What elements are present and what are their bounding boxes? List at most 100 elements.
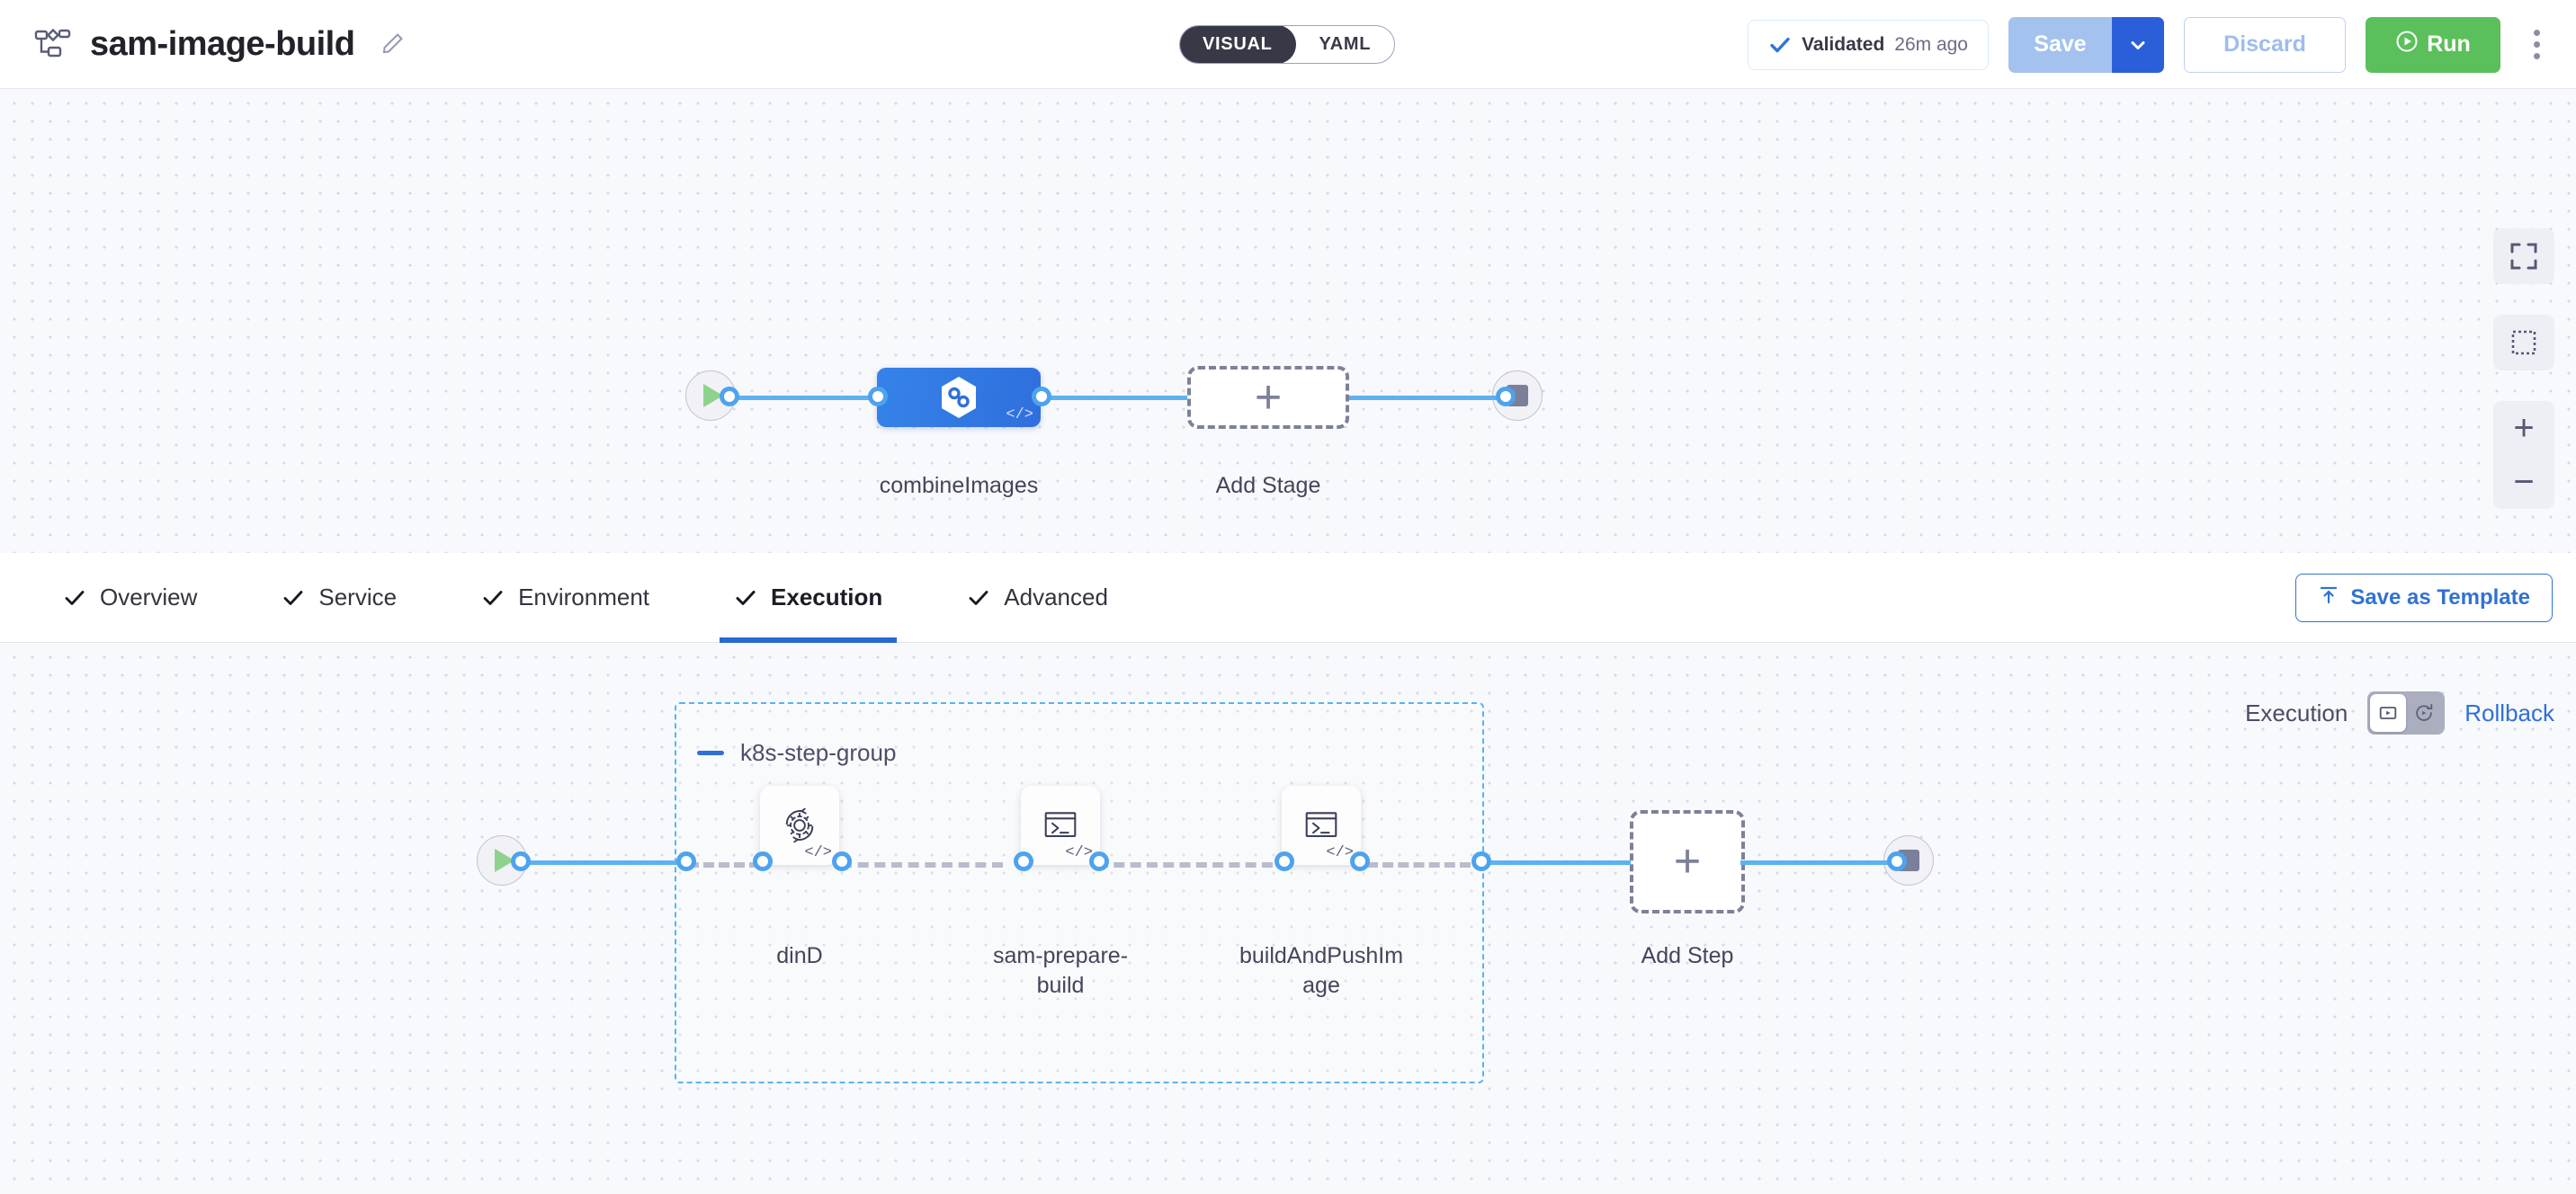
port-prepare-in[interactable] bbox=[1014, 851, 1033, 871]
step-group-name: k8s-step-group bbox=[740, 739, 897, 766]
check-icon bbox=[63, 586, 86, 610]
edge-start-to-stage bbox=[729, 396, 886, 400]
status-badge-validated: Validated 26m ago bbox=[1748, 19, 1989, 70]
port-stage-out[interactable] bbox=[1032, 387, 1051, 406]
add-step-label: Add Step bbox=[1641, 943, 1734, 968]
add-step-button[interactable]: + bbox=[1630, 810, 1745, 913]
execution-rollback-switch: Execution Rollback bbox=[2245, 691, 2554, 735]
edge-group-to-dind bbox=[688, 862, 760, 868]
port-buildpush-out[interactable] bbox=[1350, 851, 1370, 871]
visual-yaml-toggle[interactable]: VISUAL YAML bbox=[1179, 25, 1396, 64]
canvas-controls: + − bbox=[2493, 228, 2554, 509]
save-as-template-button[interactable]: Save as Template bbox=[2295, 574, 2553, 622]
run-label: Run bbox=[2427, 31, 2471, 57]
port-end-in[interactable] bbox=[1496, 387, 1516, 406]
step-node-sam-prepare-build[interactable]: </> bbox=[1021, 786, 1100, 865]
tab-label: Environment bbox=[518, 584, 650, 610]
validated-label: Validated bbox=[1802, 33, 1885, 55]
port-stage-in[interactable] bbox=[868, 387, 888, 406]
tab-execution[interactable]: Execution bbox=[711, 553, 906, 643]
selection-tool-button[interactable] bbox=[2493, 315, 2554, 370]
edge-stage-to-addstage bbox=[1039, 396, 1187, 400]
rollback-link[interactable]: Rollback bbox=[2464, 699, 2554, 726]
config-tabbar: Overview Service Environment Execution A… bbox=[0, 553, 2576, 643]
tab-label: Execution bbox=[771, 584, 883, 610]
edge-prepare-to-buildpush bbox=[1097, 862, 1273, 868]
port-dind-out[interactable] bbox=[832, 851, 852, 871]
zoom-in-button[interactable]: + bbox=[2513, 408, 2535, 448]
play-triangle-icon bbox=[703, 384, 723, 407]
stage-label-combineimages: combineImages bbox=[879, 473, 1039, 498]
discard-button[interactable]: Discard bbox=[2184, 16, 2346, 73]
upload-template-icon bbox=[2318, 584, 2339, 612]
app-header: sam-image-build VISUAL YAML Validated 26… bbox=[0, 0, 2576, 89]
tab-label: Service bbox=[318, 584, 398, 610]
port-start-out[interactable] bbox=[720, 387, 739, 406]
page-title: sam-image-build bbox=[90, 24, 355, 63]
step-group-header[interactable]: k8s-step-group bbox=[697, 739, 896, 767]
harness-hexagon-icon bbox=[942, 377, 976, 418]
add-stage-label: Add Stage bbox=[1215, 473, 1321, 498]
rollback-refresh-icon[interactable] bbox=[2406, 702, 2442, 724]
toggle-visual[interactable]: VISUAL bbox=[1180, 26, 1296, 63]
save-button-group[interactable]: Save bbox=[2008, 16, 2164, 73]
add-stage-button[interactable]: + bbox=[1187, 366, 1349, 429]
edge-group-to-addstep bbox=[1482, 860, 1631, 865]
step-node-buildandpushimage[interactable]: </> bbox=[1282, 786, 1361, 865]
chevron-down-icon[interactable] bbox=[2112, 16, 2164, 73]
stage-graph-canvas[interactable]: </> combineImages + Add Stage + − bbox=[0, 89, 2576, 553]
check-icon bbox=[282, 586, 305, 610]
step-group-container[interactable] bbox=[675, 702, 1484, 1083]
tab-advanced[interactable]: Advanced bbox=[944, 553, 1131, 643]
play-circle-icon bbox=[2395, 30, 2419, 59]
code-badge: </> bbox=[804, 844, 832, 861]
zoom-out-button[interactable]: − bbox=[2513, 462, 2535, 502]
minus-collapse-icon[interactable] bbox=[697, 751, 724, 755]
step-label-buildandpushimage: buildAndPushIm age bbox=[1239, 943, 1404, 999]
edge-addstage-to-end bbox=[1349, 396, 1507, 400]
execution-play-box-icon[interactable] bbox=[2370, 694, 2407, 732]
code-badge: </> bbox=[1006, 406, 1033, 423]
execution-rollback-toggle[interactable] bbox=[2367, 691, 2446, 735]
plus-icon: + bbox=[1673, 835, 1702, 888]
fit-to-screen-button[interactable] bbox=[2493, 228, 2554, 284]
tab-service[interactable]: Service bbox=[258, 553, 420, 643]
check-icon bbox=[1768, 33, 1792, 57]
check-icon bbox=[481, 586, 505, 610]
stage-node-combineimages[interactable]: </> bbox=[877, 368, 1041, 427]
pencil-edit-icon[interactable] bbox=[378, 30, 407, 58]
port-group-out[interactable] bbox=[1471, 851, 1491, 871]
code-badge: </> bbox=[1326, 844, 1354, 861]
run-button[interactable]: Run bbox=[2366, 16, 2500, 73]
save-as-template-label: Save as Template bbox=[2350, 585, 2530, 610]
toggle-yaml[interactable]: YAML bbox=[1319, 34, 1372, 54]
port-step-start-out[interactable] bbox=[511, 851, 531, 871]
step-label-dind: dinD bbox=[776, 943, 823, 968]
header-left-group: sam-image-build bbox=[0, 25, 407, 64]
execution-graph-canvas[interactable]: Execution Rollback k8s-step-group bbox=[0, 643, 2576, 1194]
save-button[interactable]: Save bbox=[2008, 16, 2112, 73]
pipeline-nodes-icon bbox=[34, 25, 72, 63]
kebab-menu-icon[interactable] bbox=[2520, 30, 2553, 59]
tab-label: Advanced bbox=[1004, 584, 1108, 610]
check-icon bbox=[967, 586, 990, 610]
port-group-in[interactable] bbox=[676, 851, 696, 871]
step-node-dind[interactable]: </> bbox=[760, 786, 839, 865]
zoom-controls[interactable]: + − bbox=[2493, 401, 2554, 509]
edge-buildpush-to-groupout bbox=[1367, 862, 1471, 868]
port-dind-in[interactable] bbox=[753, 851, 773, 871]
play-triangle-icon bbox=[495, 849, 514, 872]
port-prepare-out[interactable] bbox=[1089, 851, 1109, 871]
stage-end-node[interactable] bbox=[1492, 370, 1543, 421]
port-buildpush-in[interactable] bbox=[1275, 851, 1294, 871]
edge-addstep-to-end bbox=[1740, 860, 1898, 865]
code-badge: </> bbox=[1065, 844, 1093, 861]
tab-environment[interactable]: Environment bbox=[458, 553, 673, 643]
tab-label: Overview bbox=[100, 584, 198, 610]
edge-start-to-group bbox=[520, 860, 686, 865]
tab-overview[interactable]: Overview bbox=[40, 553, 220, 643]
header-actions: Validated 26m ago Save Discard Run bbox=[1748, 0, 2553, 89]
plus-icon: + bbox=[1254, 370, 1283, 423]
port-step-end-in[interactable] bbox=[1887, 851, 1907, 871]
execution-switch-label: Execution bbox=[2245, 699, 2348, 726]
